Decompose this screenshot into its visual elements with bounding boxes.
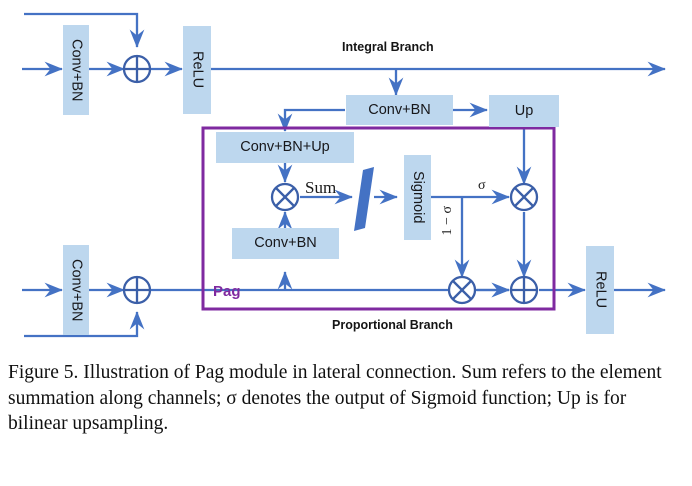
label-sigma: σ: [478, 178, 486, 193]
box-top-conv-bn: Conv+BN: [63, 25, 89, 115]
box-bottom-conv-bn-label: Conv+BN: [68, 258, 85, 322]
box-mid-conv-bn-label: Conv+BN: [368, 101, 431, 118]
parallelogram-shape: [354, 167, 374, 231]
label-proportional-branch: Proportional Branch: [332, 318, 453, 332]
box-conv-bn-up-label: Conv+BN+Up: [240, 139, 330, 156]
box-mid-conv-bn: Conv+BN: [346, 95, 453, 125]
figure-caption: Figure 5. Illustration of Pag module in …: [8, 362, 662, 435]
box-sigmoid: Sigmoid: [404, 155, 431, 240]
box-bottom-relu-label: ReLU: [592, 271, 609, 309]
box-sigmoid-label: Sigmoid: [409, 171, 426, 224]
figure-pag-module: Conv+BN ReLU Conv+BN Up Conv+BN+Up Sigmo…: [22, 12, 666, 338]
box-bottom-relu: ReLU: [586, 246, 614, 334]
box-top-conv-bn-label: Conv+BN: [68, 38, 85, 102]
pag-module-boundary: [201, 126, 556, 311]
skip-top: [24, 12, 145, 48]
box-lower-conv-bn: Conv+BN: [232, 228, 339, 259]
box-up: Up: [489, 95, 559, 127]
box-conv-bn-up: Conv+BN+Up: [216, 132, 354, 163]
label-sum: Sum: [305, 178, 337, 197]
skip-bottom: [24, 311, 145, 338]
diagram-connections: [22, 12, 666, 338]
box-top-relu-label: ReLU: [189, 51, 206, 89]
box-top-relu: ReLU: [183, 26, 211, 114]
label-one-minus-sigma: 1 − σ: [440, 206, 455, 236]
arrow-conv-bn-to-convbnup: [277, 108, 345, 132]
box-bottom-conv-bn: Conv+BN: [63, 245, 89, 335]
label-integral-branch: Integral Branch: [342, 40, 434, 54]
label-pag: Pag: [213, 283, 241, 300]
box-lower-conv-bn-label: Conv+BN: [254, 235, 317, 252]
box-up-label: Up: [514, 102, 534, 119]
